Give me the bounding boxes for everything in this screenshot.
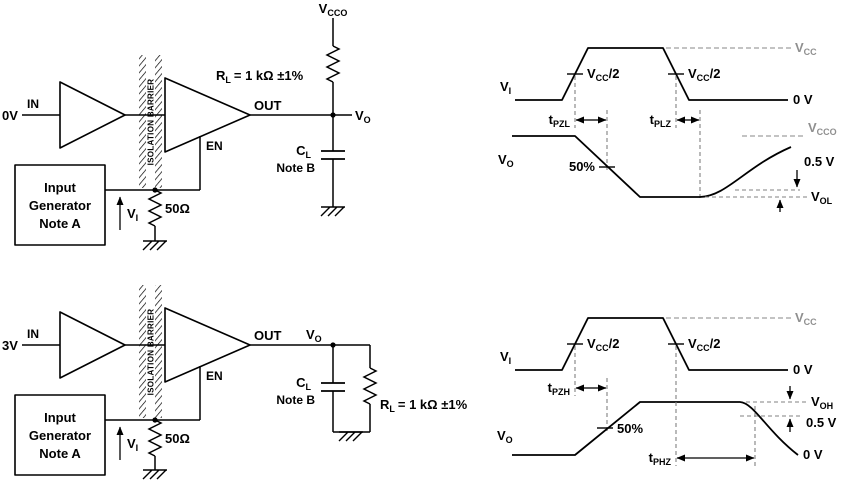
zero-v-out-label: 0 V [803, 447, 823, 462]
output-buffer-triangle [164, 307, 251, 383]
vo-trace-label: VO [498, 152, 514, 169]
generator-label-line1: Input [44, 410, 76, 425]
ground-symbol [338, 431, 364, 442]
vol-label: VOL [811, 189, 833, 206]
voh-label: VOH [811, 394, 833, 411]
vi-waveform [515, 47, 788, 101]
isolation-barrier-label: ISOLATION BARRIER [147, 309, 156, 396]
generator-label-line2: Generator [29, 198, 91, 213]
tphz-label: tPHZ [649, 450, 672, 467]
isolation-barrier-strip [139, 55, 146, 188]
generator-label-line3: Note A [39, 446, 81, 461]
ground-symbol [320, 206, 346, 217]
fifty-pct-label: 50% [617, 421, 643, 436]
vo-trace-label: VO [497, 428, 513, 445]
generator-label-line1: Input [44, 180, 76, 195]
vcc-half-label: VCC/2 [587, 66, 620, 83]
vcco-level-label: VCCO [808, 120, 837, 137]
input-level-label: 0V [2, 108, 18, 123]
input-generator-box [14, 394, 106, 476]
source-resistor [147, 189, 163, 227]
waveform-tpzl-tplz: VCC 0 V VI VCC/2 VCC/2 tPZL tPLZ VO 50% … [498, 40, 837, 212]
fifty-pct-label: 50% [569, 159, 595, 174]
test-circuit-output-low: 0V IN ISOLATION BARRIER OUT VO VCCO RL= … [2, 1, 371, 251]
ground-symbol [142, 469, 168, 480]
out-label: OUT [254, 98, 282, 113]
tplz-label: tPLZ [650, 112, 672, 129]
zero-v-label: 0 V [793, 92, 813, 107]
generator-label-line2: Generator [29, 428, 91, 443]
test-circuit-output-high: 3V IN ISOLATION BARRIER OUT VO CL Note B… [2, 285, 468, 480]
output-buffer-triangle [164, 77, 251, 153]
input-buffer-triangle [59, 81, 126, 149]
zero-v-in-label: 0 V [793, 362, 813, 377]
half-v-label: 0.5 V [804, 154, 835, 169]
generator-label-line3: Note A [39, 216, 81, 231]
vi-trace-label: VI [500, 79, 511, 96]
rl-value-label: RL= 1 kΩ ±1% [216, 68, 304, 85]
in-label: IN [27, 97, 39, 111]
en-label: EN [206, 139, 223, 153]
tpzh-label: tPZH [548, 380, 570, 397]
vcc-half-label: VCC/2 [688, 66, 721, 83]
isolation-barrier-strip [139, 285, 146, 418]
vi-label: VI [127, 206, 138, 223]
vo-label: VO [306, 327, 322, 344]
cl-note-label: Note B [276, 393, 315, 407]
input-generator-box [14, 164, 106, 246]
cl-note-label: Note B [276, 161, 315, 175]
tpzl-label: tPZL [549, 112, 571, 129]
ground-symbol [142, 240, 168, 251]
rl-value-label: RL= 1 kΩ ±1% [380, 397, 468, 414]
vi-trace-label: VI [500, 349, 511, 366]
vcc-half-label: VCC/2 [587, 336, 620, 353]
cl-label: CL [296, 143, 311, 160]
en-label: EN [206, 369, 223, 383]
vo-waveform [512, 135, 792, 198]
vcc-level-label: VCC [795, 310, 817, 327]
vcc-level-label: VCC [795, 40, 817, 57]
vo-label: VO [355, 108, 371, 125]
source-resistor [147, 419, 163, 457]
vcc-half-label: VCC/2 [688, 336, 721, 353]
isolation-barrier-label: ISOLATION BARRIER [147, 79, 156, 166]
out-label: OUT [254, 328, 282, 343]
isolation-barrier-strip [155, 55, 162, 188]
isolation-barrier-strip [155, 285, 162, 418]
load-resistor [362, 367, 378, 405]
r50-label: 50Ω [165, 431, 190, 446]
input-buffer-triangle [59, 311, 126, 379]
in-label: IN [27, 327, 39, 341]
waveform-tpzh-tphz: VCC 0 V VI VCC/2 VCC/2 tPZH VO 50% tPHZ … [497, 310, 837, 467]
half-v-label: 0.5 V [806, 415, 837, 430]
cl-label: CL [296, 375, 311, 392]
vi-label: VI [127, 436, 138, 453]
vi-waveform [515, 317, 788, 371]
vcco-rail-label: VCCO [319, 1, 348, 18]
pullup-resistor [325, 45, 341, 83]
vo-waveform [512, 401, 799, 456]
input-level-label: 3V [2, 338, 18, 353]
r50-label: 50Ω [165, 201, 190, 216]
